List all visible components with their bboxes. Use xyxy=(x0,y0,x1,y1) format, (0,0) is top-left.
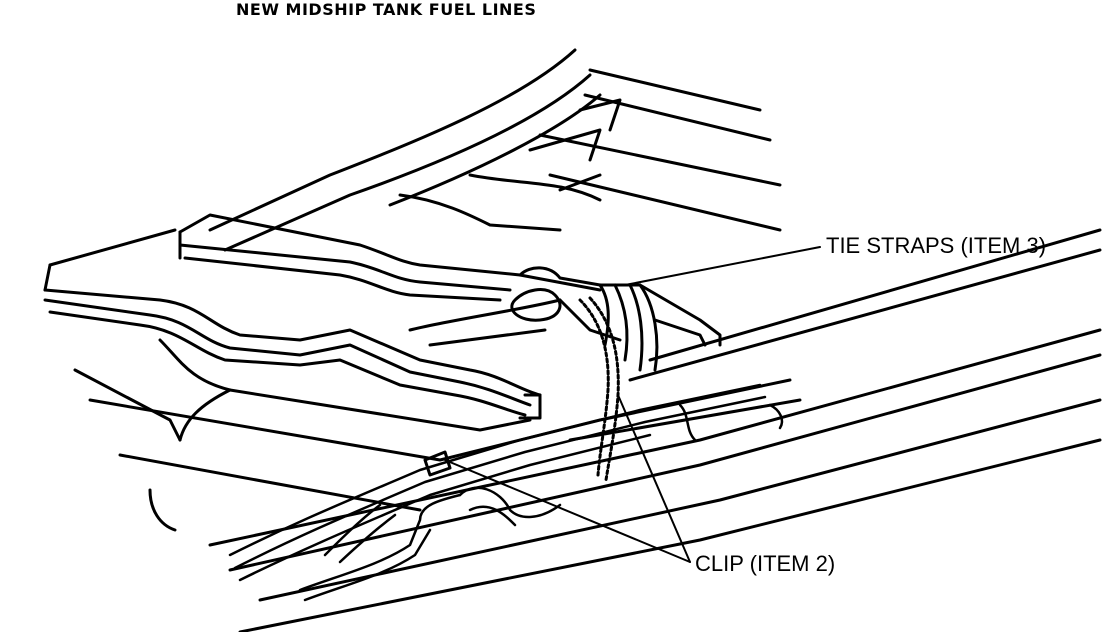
diagram-title: NEW MIDSHIP TANK FUEL LINES xyxy=(236,0,537,19)
callout-tie-straps: TIE STRAPS (ITEM 3) xyxy=(826,233,1047,258)
frame-rail xyxy=(208,228,1102,632)
cross-member-upper xyxy=(178,213,602,302)
cross-member-lower xyxy=(43,228,542,420)
leader-lines xyxy=(444,246,821,563)
fuel-lines xyxy=(228,383,784,602)
vent-lines xyxy=(510,266,722,372)
fuel-tank xyxy=(73,298,622,532)
floor-pan xyxy=(208,48,782,252)
clip-shape xyxy=(423,450,452,477)
callout-clip: CLIP (ITEM 2) xyxy=(695,551,836,576)
